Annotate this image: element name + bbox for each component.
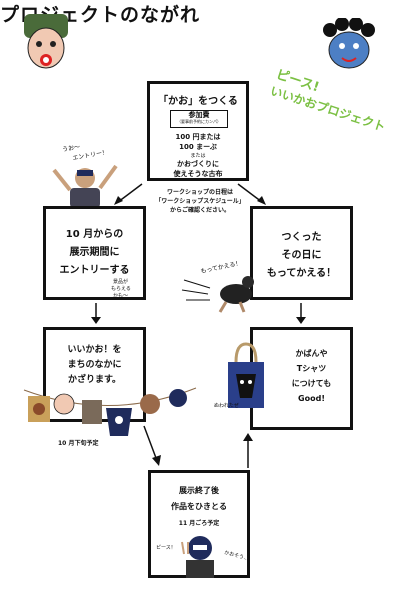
step-make-face-title: 「かお」をつくる (158, 96, 238, 107)
step-bag-line-4: Good! (298, 394, 325, 403)
fee-line-3: または (190, 153, 206, 159)
fee-line-5: 使えそうな古布 (173, 170, 223, 178)
arrow-entry-to-display (90, 303, 102, 325)
cheering-person-illustration (50, 160, 120, 208)
step-display-line-2: まちのなかに (67, 360, 122, 370)
step-display-line-1: いいかお！を (67, 345, 122, 355)
step-bag-line-1: かばんや (295, 349, 328, 358)
step-make-face-box (147, 81, 249, 181)
fee-line-1: 100 円または (175, 133, 221, 141)
prize-note-line-3: かも〜 (113, 293, 129, 299)
workshop-note-line-3: からご確認ください。 (169, 207, 230, 214)
display-date: 10 月下旬予定 (58, 440, 99, 447)
fee-line-2: 100 まーぶ (179, 143, 217, 151)
arrow-to-entry (112, 182, 144, 206)
arrow-return-to-bag (242, 432, 254, 468)
step-takehome-line-3: もってかえる！ (266, 268, 337, 279)
fee-box: 参加費 （要事前予約にカンパ） (170, 110, 228, 128)
sewn-note: ぬわれたぜ (214, 403, 239, 409)
workshop-note-line-1: ワークショップの日程は (166, 189, 233, 196)
peace-bubble: ピース！ (156, 545, 176, 551)
fee-line-4: かおづくりに (177, 160, 219, 168)
peace-sign-person-illustration (180, 532, 220, 578)
prize-note-line-2: もらえる (111, 286, 131, 292)
step-entry-box (43, 206, 146, 300)
step-entry-line-1: 10 月からの (65, 229, 124, 240)
step-return-date: 11 月ごろ予定 (178, 520, 220, 527)
step-return-line-1: 展示終了後 (179, 486, 219, 495)
step-bag-box (250, 327, 353, 430)
slogan-line-2: いいかおプロジェクト (268, 83, 388, 135)
fee-title: 参加費 (188, 111, 210, 119)
arrow-takehome-to-use (295, 303, 307, 325)
step-display-line-3: かざります。 (67, 375, 122, 385)
workshop-note-line-2: 「ワークショップスケジュール」 (155, 198, 245, 205)
arrow-display-to-return (142, 424, 164, 468)
step-takehome-box (250, 206, 353, 300)
prize-note-line-1: 景品が (113, 279, 129, 285)
step-entry-line-2: 展示期間に (69, 247, 120, 258)
tote-bag-illustration (222, 340, 270, 410)
step-bag-line-2: Tシャツ (296, 364, 327, 373)
step-bag-line-3: につけても (291, 379, 332, 388)
girl-face-mask-illustration (22, 12, 70, 72)
step-takehome-line-1: つくった (281, 232, 322, 243)
step-takehome-line-2: その日に (281, 250, 322, 261)
step-entry-line-3: エントリーする (59, 265, 130, 276)
step-return-line-2: 作品をひきとる (171, 502, 227, 511)
blue-face-mask-illustration (322, 17, 376, 72)
crawling-person-illustration (180, 272, 260, 314)
fee-subtitle: （要事前予約にカンパ） (177, 119, 221, 124)
arrow-to-takehome (236, 182, 268, 206)
face-garland-illustration (20, 382, 200, 444)
